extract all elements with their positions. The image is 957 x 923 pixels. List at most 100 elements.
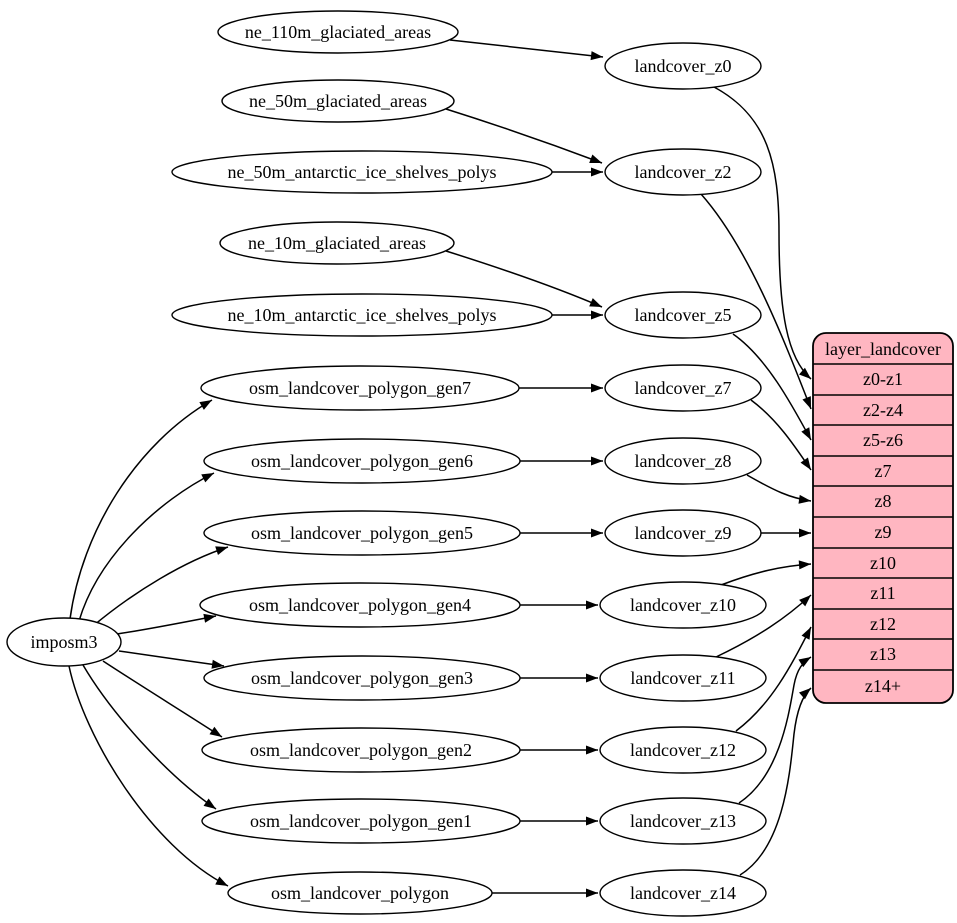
node-shape-ne_50m_glaciated_areas: [221, 79, 455, 123]
node-label-landcover_z7: landcover_z7: [635, 378, 732, 398]
edge-landcover_z2-row-z2-z4: [700, 193, 812, 410]
edge-landcover_z10-row-z10: [720, 560, 812, 586]
edge-landcover_z5-row-z5-z6: [732, 333, 812, 441]
node-landcover_z9: landcover_z9: [604, 509, 762, 557]
node-label-landcover_z12: landcover_z12: [630, 740, 736, 760]
node-landcover_z0: landcover_z0: [604, 42, 762, 90]
edge-landcover_z8-row-z8: [746, 474, 812, 504]
node-shape-osm_landcover_polygon_gen1: [201, 798, 521, 844]
node-shape-landcover_z2: [604, 148, 762, 196]
node-label-landcover_z5: landcover_z5: [635, 305, 732, 325]
node-shape-landcover_z7: [604, 364, 762, 412]
node-label-osm_landcover_polygon: osm_landcover_polygon: [271, 883, 449, 903]
node-ne_10m_glaciated_areas: ne_10m_glaciated_areas: [219, 221, 455, 265]
node-shape-osm_landcover_polygon_gen2: [201, 727, 521, 773]
node-shape-landcover_z11: [599, 654, 767, 702]
node-label-landcover_z10: landcover_z10: [630, 595, 736, 615]
node-label-ne_10m_glaciated_areas: ne_10m_glaciated_areas: [248, 233, 426, 253]
node-landcover_z14: landcover_z14: [599, 869, 767, 917]
edge-imposm3-osm_landcover_polygon_gen2: [102, 660, 223, 738]
edge-landcover_z0-row-z0-z1: [713, 86, 812, 380]
table-row-separators: [813, 363, 953, 671]
edge-landcover_z11-row-z11: [715, 594, 812, 658]
edge-imposm3-osm_landcover_polygon_gen5: [92, 546, 229, 627]
node-landcover_z11: landcover_z11: [599, 654, 767, 702]
node-label-ne_50m_glaciated_areas: ne_50m_glaciated_areas: [249, 91, 427, 111]
node-label-osm_landcover_polygon_gen1: osm_landcover_polygon_gen1: [250, 811, 472, 831]
node-shape-osm_landcover_polygon_gen3: [203, 655, 521, 701]
nodes: imposm3 ne_110m_glaciated_areas ne_50m_g…: [6, 10, 767, 917]
node-ne_10m_antarctic_ice_shelves_polys: ne_10m_antarctic_ice_shelves_polys: [171, 293, 553, 337]
node-shape-landcover_z10: [599, 581, 767, 629]
node-shape-osm_landcover_polygon_gen5: [203, 510, 521, 556]
table-row-z7: z7: [875, 461, 892, 481]
node-shape-landcover_z8: [604, 437, 762, 485]
node-label-ne_110m_glaciated_areas: ne_110m_glaciated_areas: [245, 22, 431, 42]
edge-ne_10m_glaciated_areas-landcover_z5: [445, 250, 603, 308]
node-shape-osm_landcover_polygon_gen4: [199, 582, 521, 628]
node-shape-landcover_z14: [599, 869, 767, 917]
node-osm_landcover_polygon_gen2: osm_landcover_polygon_gen2: [201, 727, 521, 773]
table-row-z5-z6: z5-z6: [863, 430, 903, 450]
node-osm_landcover_polygon_gen4: osm_landcover_polygon_gen4: [199, 582, 521, 628]
edges: [68, 39, 812, 898]
node-imposm3: imposm3: [6, 617, 122, 667]
edge-imposm3-osm_landcover_polygon_gen6: [78, 472, 215, 622]
node-label-landcover_z13: landcover_z13: [630, 811, 736, 831]
node-label-osm_landcover_polygon_gen6: osm_landcover_polygon_gen6: [251, 451, 473, 471]
node-label-osm_landcover_polygon_gen2: osm_landcover_polygon_gen2: [250, 740, 472, 760]
table-row-z12: z12: [870, 614, 896, 634]
node-label-osm_landcover_polygon_gen7: osm_landcover_polygon_gen7: [249, 378, 471, 398]
node-label-landcover_z11: landcover_z11: [630, 668, 735, 688]
node-label-ne_50m_antarctic_ice_shelves_polys: ne_50m_antarctic_ice_shelves_polys: [228, 162, 497, 182]
table-row-z13: z13: [870, 644, 896, 664]
edge-landcover_z12-row-z12: [735, 626, 812, 732]
edge-imposm3-osm_landcover_polygon_gen4: [116, 613, 217, 635]
edge-landcover_z14-row-z14plus: [739, 687, 812, 876]
node-shape-landcover_z5: [604, 291, 762, 339]
node-shape-landcover_z13: [599, 797, 767, 845]
node-landcover_z10: landcover_z10: [599, 581, 767, 629]
node-osm_landcover_polygon_gen7: osm_landcover_polygon_gen7: [200, 365, 520, 411]
node-shape-ne_10m_glaciated_areas: [219, 221, 455, 265]
node-shape-ne_50m_antarctic_ice_shelves_polys: [171, 150, 553, 194]
table-row-z0-z1: z0-z1: [863, 369, 903, 389]
node-shape-landcover_z9: [604, 509, 762, 557]
node-landcover_z7: landcover_z7: [604, 364, 762, 412]
table-row-z14plus: z14+: [865, 676, 901, 696]
edge-imposm3-osm_landcover_polygon_gen7: [69, 399, 213, 620]
node-label-landcover_z14: landcover_z14: [630, 883, 736, 903]
node-ne_110m_glaciated_areas: ne_110m_glaciated_areas: [217, 10, 459, 54]
node-osm_landcover_polygon_gen6: osm_landcover_polygon_gen6: [203, 438, 521, 484]
node-landcover_z5: landcover_z5: [604, 291, 762, 339]
layer-landcover-table: layer_landcover z0-z1 z2-z4 z5-z6 z7 z8 …: [812, 332, 954, 704]
node-shape-ne_110m_glaciated_areas: [217, 10, 459, 54]
table-row-z8: z8: [875, 491, 892, 511]
node-landcover_z13: landcover_z13: [599, 797, 767, 845]
node-shape-landcover_z12: [599, 726, 767, 774]
node-osm_landcover_polygon_gen5: osm_landcover_polygon_gen5: [203, 510, 521, 556]
node-landcover_z8: landcover_z8: [604, 437, 762, 485]
edge-imposm3-osm_landcover_polygon: [68, 665, 229, 887]
node-label-ne_10m_antarctic_ice_shelves_polys: ne_10m_antarctic_ice_shelves_polys: [228, 305, 497, 325]
edge-imposm3-osm_landcover_polygon_gen1: [82, 664, 217, 810]
node-osm_landcover_polygon_gen1: osm_landcover_polygon_gen1: [201, 798, 521, 844]
node-label-osm_landcover_polygon_gen3: osm_landcover_polygon_gen3: [251, 668, 473, 688]
edge-ne_110m_glaciated_areas-landcover_z0: [449, 39, 604, 61]
node-shape-imposm3: [6, 617, 122, 667]
node-shape-ne_10m_antarctic_ice_shelves_polys: [171, 293, 553, 337]
node-shape-osm_landcover_polygon: [227, 871, 493, 915]
table-title: layer_landcover: [825, 339, 941, 359]
node-shape-osm_landcover_polygon_gen7: [200, 365, 520, 411]
node-label-landcover_z0: landcover_z0: [635, 56, 732, 76]
node-shape-osm_landcover_polygon_gen6: [203, 438, 521, 484]
node-label-landcover_z2: landcover_z2: [635, 162, 732, 182]
edge-imposm3-osm_landcover_polygon_gen3: [118, 650, 225, 669]
edge-ne_50m_glaciated_areas-landcover_z2: [445, 108, 603, 164]
table-row-z2-z4: z2-z4: [863, 400, 903, 420]
node-ne_50m_antarctic_ice_shelves_polys: ne_50m_antarctic_ice_shelves_polys: [171, 150, 553, 194]
node-label-osm_landcover_polygon_gen5: osm_landcover_polygon_gen5: [251, 523, 473, 543]
node-osm_landcover_polygon_gen3: osm_landcover_polygon_gen3: [203, 655, 521, 701]
